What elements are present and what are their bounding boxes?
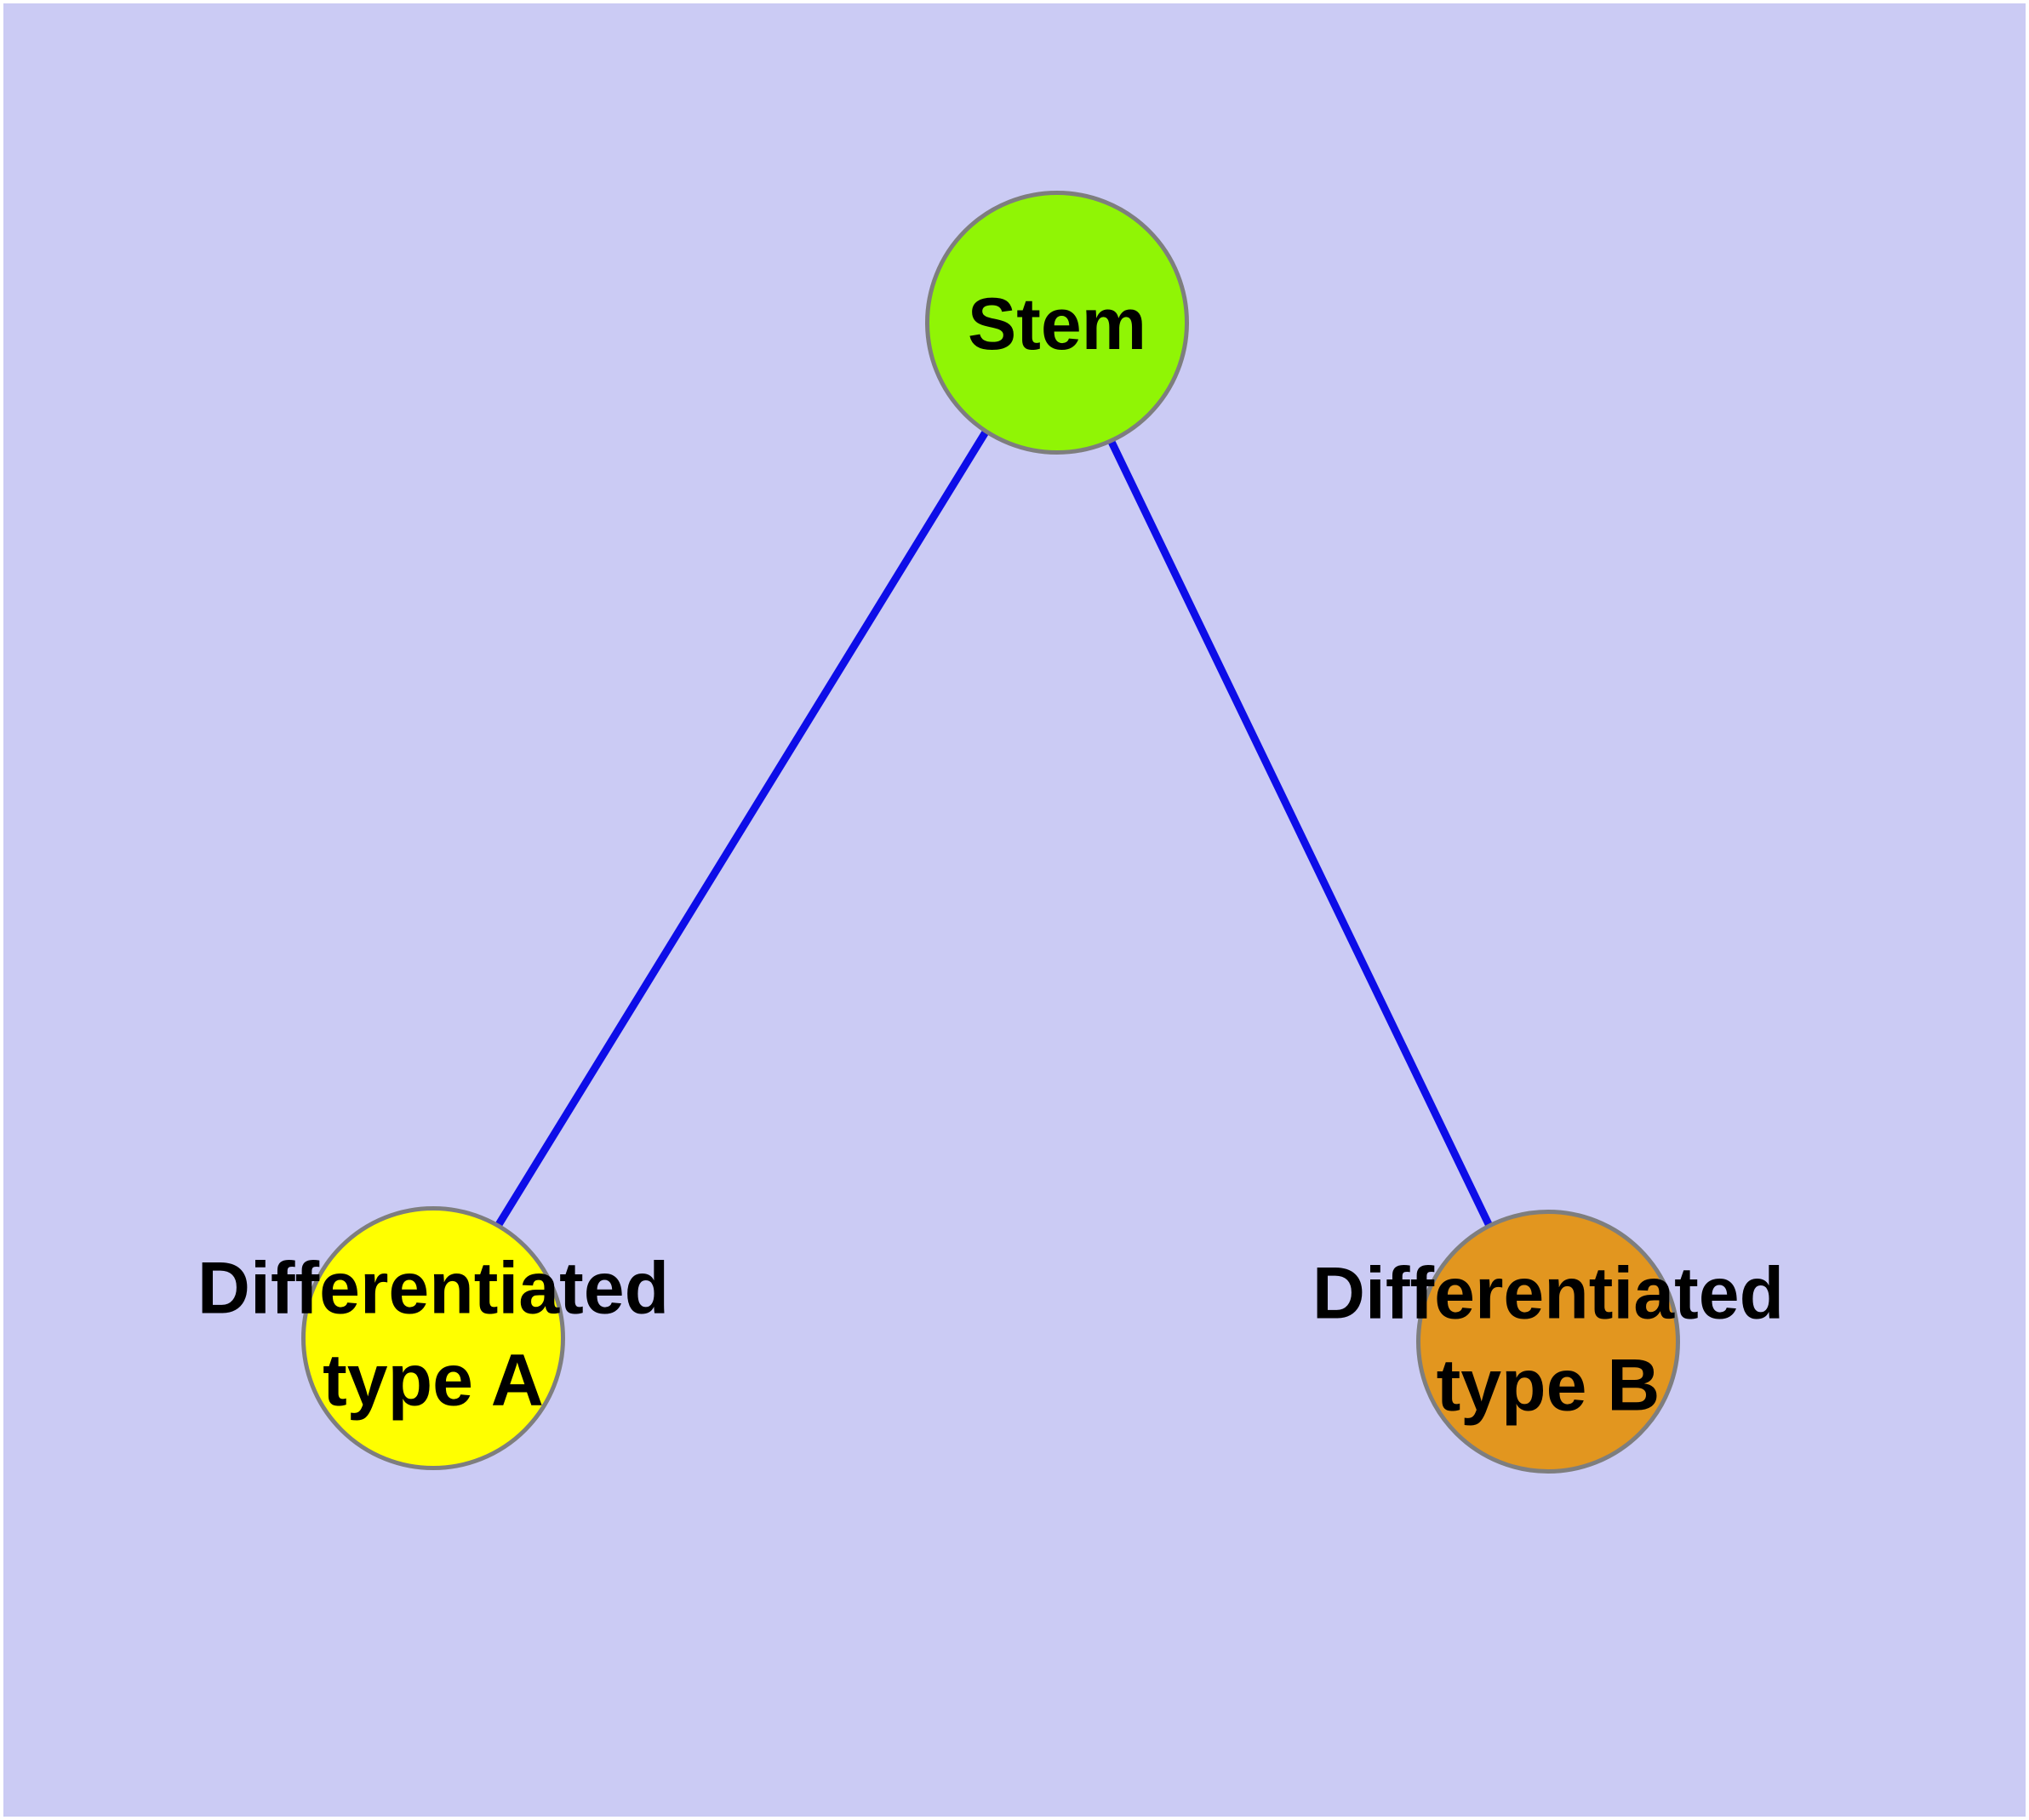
- edge-stem-to-type-a: [428, 319, 1057, 1336]
- node-differentiated-type-b-circle[interactable]: [1416, 1210, 1680, 1474]
- edges-layer: [428, 319, 1546, 1339]
- edge-stem-to-type-b: [1049, 319, 1546, 1339]
- node-differentiated-type-a-circle[interactable]: [301, 1206, 565, 1470]
- node-stem-circle[interactable]: [925, 191, 1189, 455]
